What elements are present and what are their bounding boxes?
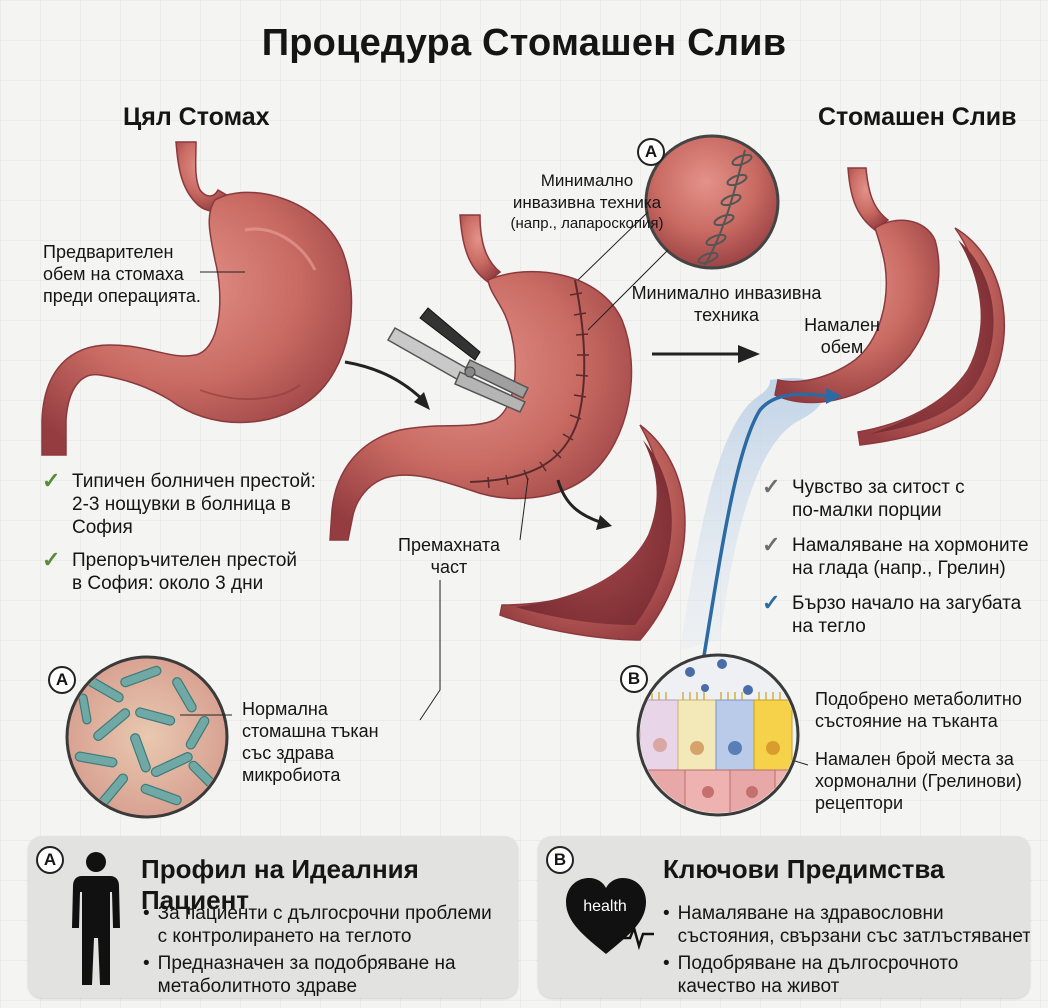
card-badge-b: B	[546, 846, 574, 874]
card-badge-a: A	[36, 846, 64, 874]
key-benefits-card: B health Ключови Предимства • Намаляване…	[538, 836, 1030, 998]
technique-label: Минимално инвазивна техника (напр., лапа…	[510, 171, 664, 232]
check-icon: ✓	[42, 468, 61, 493]
ideal-patient-card: A Профил на Идеалния Пациент • За пациен…	[28, 836, 518, 998]
receptor-label: Намален брой места за хормонални (Грелин…	[815, 749, 1022, 813]
preop-volume-label: Предварителен обем на стомаха преди опер…	[43, 242, 201, 306]
check-icon: ✓	[42, 547, 61, 572]
sleeve-benefit-checks: ✓ Чувство за ситост с по-малки порции ✓ …	[762, 476, 1047, 638]
check-icon: ✓	[762, 590, 781, 615]
technique-label-2: Минимално инвазивна техника	[631, 283, 822, 325]
normal-tissue-label: Нормална стомашна тъкан със здрава микро…	[242, 699, 379, 785]
inset-badge-a-middle: A	[637, 138, 665, 166]
inset-badge-b: B	[620, 665, 648, 693]
check-item: ✓ Препоръчителен престой в София: около …	[42, 547, 298, 595]
check-item: ✓ Типичен болничен престой: 2-3 нощувки …	[42, 468, 316, 539]
check-item: ✓ Бързо начало на загубата на тегло	[762, 590, 1022, 638]
page-title: Процедура Стомашен Слив	[261, 22, 787, 64]
reduced-volume-label: Намален обем	[804, 315, 880, 357]
person-silhouette-icon	[72, 852, 120, 985]
hospital-stay-checks: ✓ Типичен болничен престой: 2-3 нощувки …	[42, 470, 342, 595]
heart-health-icon	[566, 878, 654, 954]
check-item: ✓ Чувство за ситост с по-малки порции	[762, 474, 965, 522]
removed-part-label: Премахната част	[398, 535, 500, 577]
check-icon: ✓	[762, 474, 781, 499]
whole-stomach-heading: Цял Стомах	[123, 103, 270, 131]
check-icon: ✓	[762, 532, 781, 557]
check-item: ✓ Намаляване на хормоните на глада (напр…	[762, 532, 1029, 580]
metabolic-state-label: Подобрено метаболитно състояние на тъкан…	[815, 689, 1022, 731]
key-benefits-title: Ключови Предимства	[663, 854, 945, 884]
gastric-sleeve-heading: Стомашен Слив	[818, 103, 1017, 131]
inset-badge-a: A	[48, 666, 76, 694]
heart-label: health	[583, 898, 627, 915]
surgical-stapler-icon	[386, 307, 530, 413]
ideal-patient-title: Профил на Идеалния Пациент	[141, 854, 419, 915]
